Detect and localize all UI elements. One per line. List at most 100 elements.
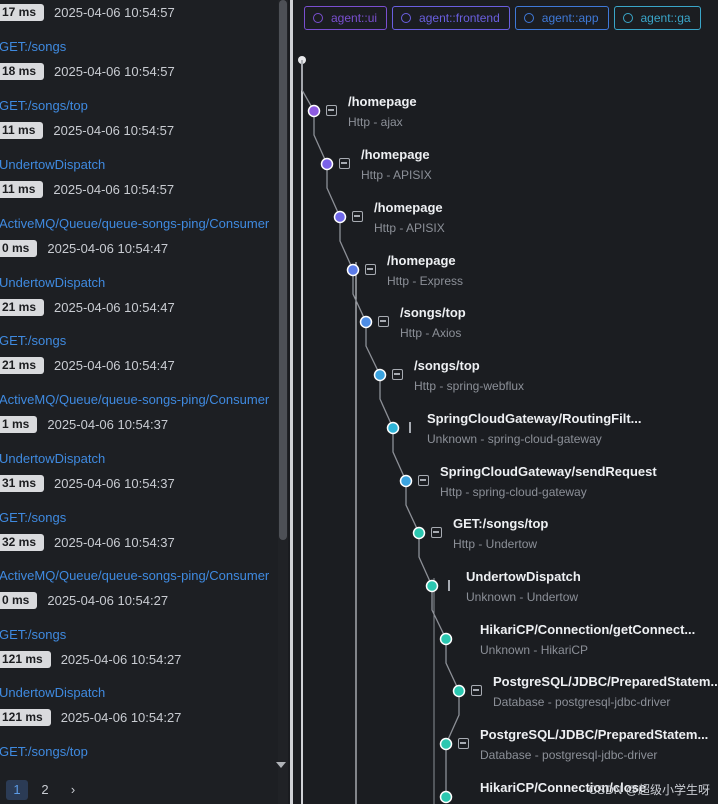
trace-timestamp: 2025-04-06 10:54:57 — [54, 4, 175, 20]
span-node-dot — [320, 157, 334, 171]
service-circle-icon — [401, 13, 412, 23]
trace-meta: 1 ms 2025-04-06 10:54:37 — [0, 415, 168, 433]
service-tag-label: agent::ui — [331, 11, 378, 25]
trace-timestamp: 2025-04-06 10:54:47 — [54, 357, 175, 373]
span-subtitle: Database - postgresql-jdbc-driver — [493, 695, 671, 709]
span-name[interactable]: /songs/top — [414, 358, 480, 373]
trace-meta: 121 ms 2025-04-06 10:54:27 — [0, 650, 181, 668]
service-tag[interactable]: agent::app — [514, 6, 609, 30]
span-name[interactable]: HikariCP/Connection/getConnect... — [480, 622, 696, 637]
trace-endpoint-link[interactable]: GET:/songs — [0, 510, 67, 525]
span-name[interactable]: PostgreSQL/JDBC/PreparedStatem... — [480, 727, 709, 742]
duration-badge: 32 ms — [0, 533, 45, 551]
span-name[interactable]: HikariCP/Connection/close — [480, 780, 647, 795]
scroll-down-arrow-icon[interactable] — [276, 762, 286, 768]
span-subtitle: Http - spring-webflux — [414, 379, 525, 393]
service-tag[interactable]: agent::ga — [613, 6, 701, 30]
span-subtitle: Http - Undertow — [453, 537, 538, 551]
span-name[interactable]: /homepage — [348, 94, 417, 109]
next-page-icon[interactable]: › — [70, 782, 76, 797]
service-tag[interactable]: agent::ui — [304, 6, 388, 30]
trace-endpoint-link[interactable]: GET:/songs — [0, 627, 67, 642]
entry-icon — [339, 158, 350, 169]
service-tag-label: agent::app — [541, 11, 599, 25]
span-node-dot — [439, 632, 453, 646]
trace-endpoint-link[interactable]: ActiveMQ/Queue/queue-songs-ping/Consumer — [0, 216, 270, 231]
watermark: CSDN @超级小学生呀 — [588, 783, 710, 797]
span-subtitle: Unknown - HikariCP — [480, 643, 589, 657]
service-circle-icon — [622, 13, 633, 23]
trace-endpoint-link[interactable]: UndertowDispatch — [0, 451, 106, 466]
exit-icon — [458, 738, 469, 749]
trace-timestamp: 2025-04-06 10:54:57 — [53, 122, 175, 138]
trace-list-item[interactable]: GET:/songs/top 11 ms 2025-04-06 10:54:57 — [0, 98, 278, 156]
service-circle-icon — [523, 13, 534, 23]
service-tag[interactable]: agent::frontend — [392, 6, 510, 30]
trace-list-item[interactable]: GET:/songs 121 ms 2025-04-06 10:54:27 — [0, 627, 278, 685]
trace-endpoint-link[interactable]: ActiveMQ/Queue/queue-songs-ping/Consumer — [0, 568, 270, 583]
duration-badge: 121 ms — [0, 650, 51, 668]
trace-tree-lines — [298, 56, 466, 804]
span-node-dot — [439, 737, 453, 751]
exit-icon — [418, 475, 429, 486]
service-tag-label: agent::ga — [640, 11, 691, 25]
span-name[interactable]: /homepage — [361, 147, 430, 162]
trace-list-item[interactable]: GET:/songs/top — [0, 744, 278, 802]
span-subtitle: Http - Axios — [400, 326, 462, 340]
span-name[interactable]: PostgreSQL/JDBC/PreparedStatem... — [493, 674, 718, 689]
trace-endpoint-link[interactable]: ActiveMQ/Queue/queue-songs-ping/Consumer — [0, 392, 270, 407]
duration-badge: 11 ms — [0, 180, 44, 198]
span-name[interactable]: /songs/top — [400, 305, 466, 320]
span-name[interactable]: /homepage — [387, 253, 456, 268]
span-name[interactable]: SpringCloudGateway/sendRequest — [440, 464, 657, 479]
trace-timestamp: 2025-04-06 10:54:37 — [47, 416, 169, 432]
trace-timestamp: 2025-04-06 10:54:27 — [60, 651, 182, 667]
span-name[interactable]: SpringCloudGateway/RoutingFilt... — [427, 411, 642, 426]
trace-endpoint-link[interactable]: UndertowDispatch — [0, 275, 106, 290]
branch-icon — [444, 580, 455, 591]
span-subtitle: Http - Express — [387, 274, 464, 288]
trace-endpoint-link[interactable]: GET:/songs — [0, 39, 67, 54]
span-name[interactable]: /homepage — [374, 200, 443, 215]
span-node-dot — [359, 315, 373, 329]
span-subtitle: Http - spring-cloud-gateway — [440, 485, 587, 499]
span-name[interactable]: GET:/songs/top — [453, 516, 549, 531]
trace-endpoint-link[interactable]: GET:/songs/top — [0, 744, 88, 759]
span-subtitle: Http - APISIX — [361, 168, 432, 182]
panel-divider[interactable] — [290, 0, 293, 804]
span-name[interactable]: UndertowDispatch — [466, 569, 581, 584]
duration-badge: 18 ms — [0, 62, 45, 80]
duration-badge: 21 ms — [0, 298, 45, 316]
trace-tree-panel: agent::ui agent::frontend agent::app agent:… — [294, 0, 718, 804]
trace-list-item[interactable]: ActiveMQ/Queue/queue-songs-ping/Consumer… — [0, 216, 278, 274]
trace-list-scroll-thumb[interactable] — [279, 0, 287, 540]
page-1-button[interactable]: 1 — [6, 780, 28, 800]
duration-badge: 11 ms — [0, 121, 44, 139]
trace-list-item[interactable]: ActiveMQ/Queue/queue-songs-ping/Consumer… — [0, 568, 278, 626]
duration-badge: 0 ms — [0, 239, 38, 257]
trace-endpoint-link[interactable]: GET:/songs/top — [0, 98, 88, 113]
trace-endpoint-link[interactable]: UndertowDispatch — [0, 685, 106, 700]
duration-badge: 1 ms — [0, 415, 38, 433]
span-subtitle: Http - APISIX — [374, 221, 445, 235]
trace-timestamp: 2025-04-06 10:54:47 — [47, 240, 169, 256]
trace-list-item[interactable]: ActiveMQ/Queue/queue-songs-ping/Consumer… — [0, 392, 278, 450]
page-2-button[interactable]: 2 — [41, 782, 49, 797]
trace-endpoint-link[interactable]: UndertowDispatch — [0, 157, 106, 172]
span-node-dot — [333, 210, 347, 224]
trace-endpoint-link[interactable]: GET:/songs — [0, 333, 67, 348]
